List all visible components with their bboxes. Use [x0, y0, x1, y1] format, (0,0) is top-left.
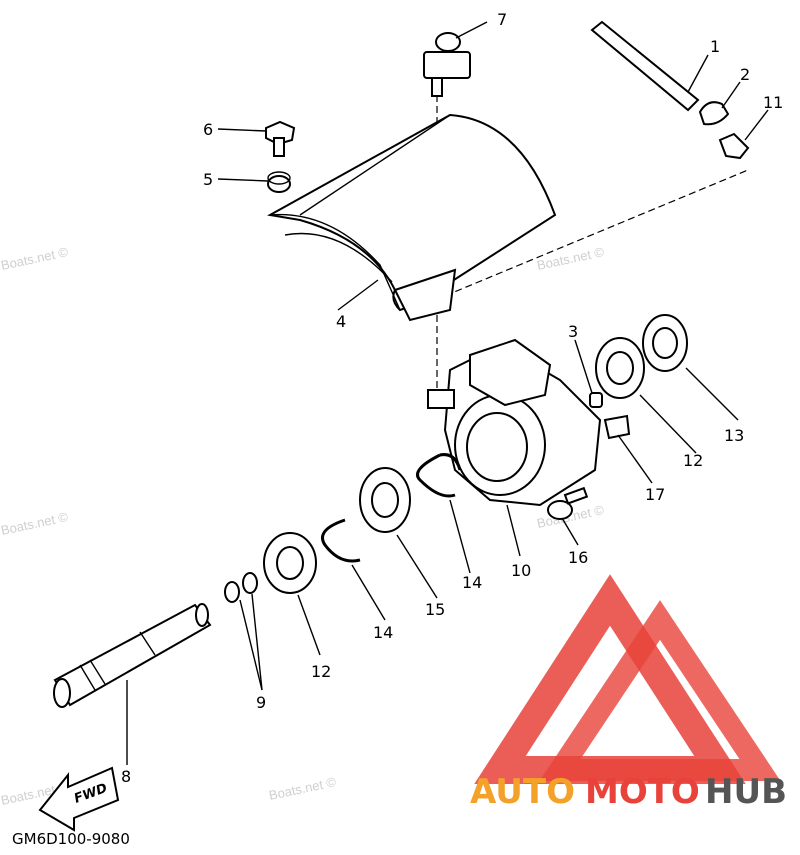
part-clip: [698, 101, 730, 126]
watermark: Boats.net ©: [536, 244, 606, 273]
logo-hub: HUB: [705, 772, 787, 812]
part-shaft: [53, 603, 212, 708]
logo-mark: [474, 574, 781, 784]
callout-11: 11: [763, 93, 783, 112]
part-cover: [267, 113, 557, 322]
part-nipple: [718, 132, 750, 160]
part-seal: [359, 467, 411, 533]
part-dowel: [589, 392, 603, 408]
callout-3: 3: [568, 322, 578, 341]
callout-17: 17: [645, 485, 665, 504]
watermark: Boats.net ©: [0, 509, 70, 538]
callout-12-upper: 12: [683, 451, 703, 470]
callout-12-lower: 12: [311, 662, 331, 681]
callout-14-lower: 14: [373, 623, 393, 642]
watermark: Boats.net ©: [268, 774, 338, 803]
logo-moto: MOTO: [585, 772, 700, 812]
part-bearing: [263, 532, 317, 594]
part-bearing: [642, 314, 688, 372]
callout-16: 16: [568, 548, 588, 567]
callout-13: 13: [724, 426, 744, 445]
part-housing: [427, 338, 602, 507]
part-plate: [603, 414, 631, 440]
callout-15: 15: [425, 600, 445, 619]
part-circlip: [321, 518, 361, 563]
callout-7: 7: [497, 10, 507, 29]
watermark: Boats.net ©: [0, 244, 70, 273]
callout-8: 8: [121, 767, 131, 786]
assembly-line: [434, 169, 749, 301]
part-circlip: [416, 453, 462, 498]
part-bolt-housing: [547, 486, 589, 520]
fwd-arrow-icon: [38, 766, 120, 832]
diagram-code: GM6D100-9080: [12, 830, 130, 848]
callout-10: 10: [511, 561, 531, 580]
callout-14-upper: 14: [462, 573, 482, 592]
part-bearing: [595, 337, 645, 399]
part-pin: [590, 20, 700, 112]
part-fitting: [423, 32, 471, 97]
part-o-ring: [224, 581, 240, 603]
part-collar: [267, 171, 291, 193]
leader-lines: [126, 21, 769, 765]
callout-5: 5: [203, 170, 213, 189]
callout-2: 2: [740, 65, 750, 84]
logo-auto: AUTO: [470, 772, 575, 812]
callout-4: 4: [336, 312, 346, 331]
callout-6: 6: [203, 120, 213, 139]
part-o-ring: [242, 572, 258, 594]
callout-9: 9: [256, 693, 266, 712]
callout-1: 1: [710, 37, 720, 56]
part-bolt: [265, 120, 296, 157]
